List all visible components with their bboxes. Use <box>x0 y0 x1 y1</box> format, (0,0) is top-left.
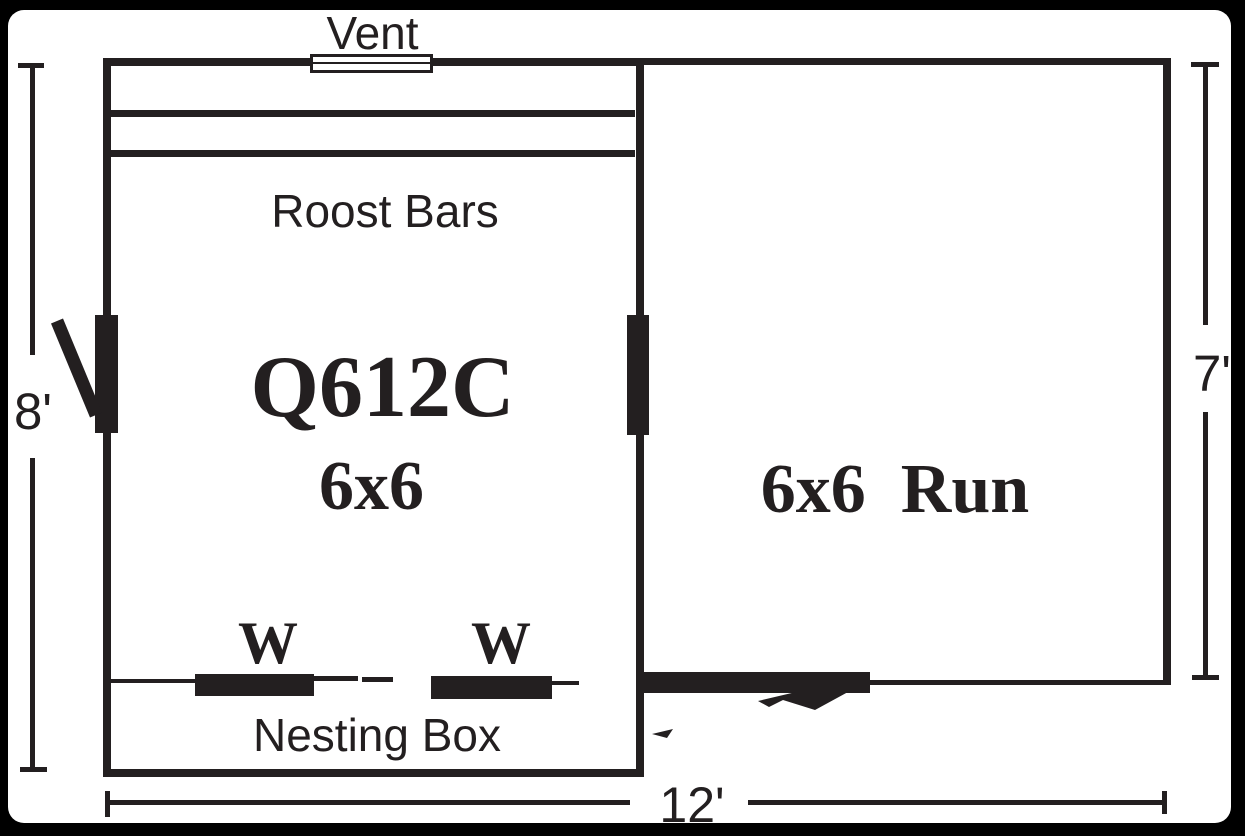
dim-bottom-right-tick <box>1162 791 1167 814</box>
vent-label: Vent <box>326 7 419 59</box>
coop-model-label: Q612C <box>250 339 515 436</box>
run-top-wall <box>644 58 1171 65</box>
run-label: 6x6 Run <box>760 451 1030 528</box>
roost-bar-line-2 <box>107 150 635 157</box>
vent-symbol-line <box>313 62 430 64</box>
nesting-box-line-d <box>552 681 579 685</box>
window-left-symbol <box>195 674 314 696</box>
dim-bottom-line-left <box>108 800 630 805</box>
nesting-box-line-c <box>362 677 393 682</box>
dim-bottom-label: 12' <box>659 777 725 833</box>
vent-symbol <box>310 54 433 73</box>
run-bottom-wall <box>862 680 1164 685</box>
nesting-box-line-a <box>110 679 195 683</box>
window-right-symbol <box>431 676 552 699</box>
run-door-symbol <box>640 672 870 693</box>
dim-left-bottom-tick <box>20 767 47 772</box>
roost-bars-label: Roost Bars <box>271 185 499 237</box>
dim-bottom-line-right <box>748 800 1164 805</box>
coop-exterior-door-symbol <box>95 315 118 433</box>
dim-right-label: 7' <box>1192 345 1232 402</box>
nesting-box-label: Nesting Box <box>252 709 501 761</box>
dim-left-label: 8' <box>13 383 53 440</box>
dim-right-line-upper <box>1203 67 1208 325</box>
coop-size-label: 6x6 <box>319 448 424 525</box>
dim-right-line-lower <box>1203 412 1208 675</box>
dim-right-top-tick <box>1191 62 1219 67</box>
dim-bottom-left-tick <box>105 791 110 817</box>
coop-to-run-door-symbol <box>627 315 649 435</box>
nesting-box-line-b <box>314 676 358 681</box>
window-left-label: W <box>238 610 298 676</box>
run-right-wall <box>1163 58 1171 685</box>
dim-left-line-lower <box>30 458 35 768</box>
roost-bar-line-1 <box>107 110 635 117</box>
dim-right-bottom-tick <box>1192 675 1219 680</box>
window-right-label: W <box>471 610 531 676</box>
dim-left-line-upper <box>30 65 35 355</box>
